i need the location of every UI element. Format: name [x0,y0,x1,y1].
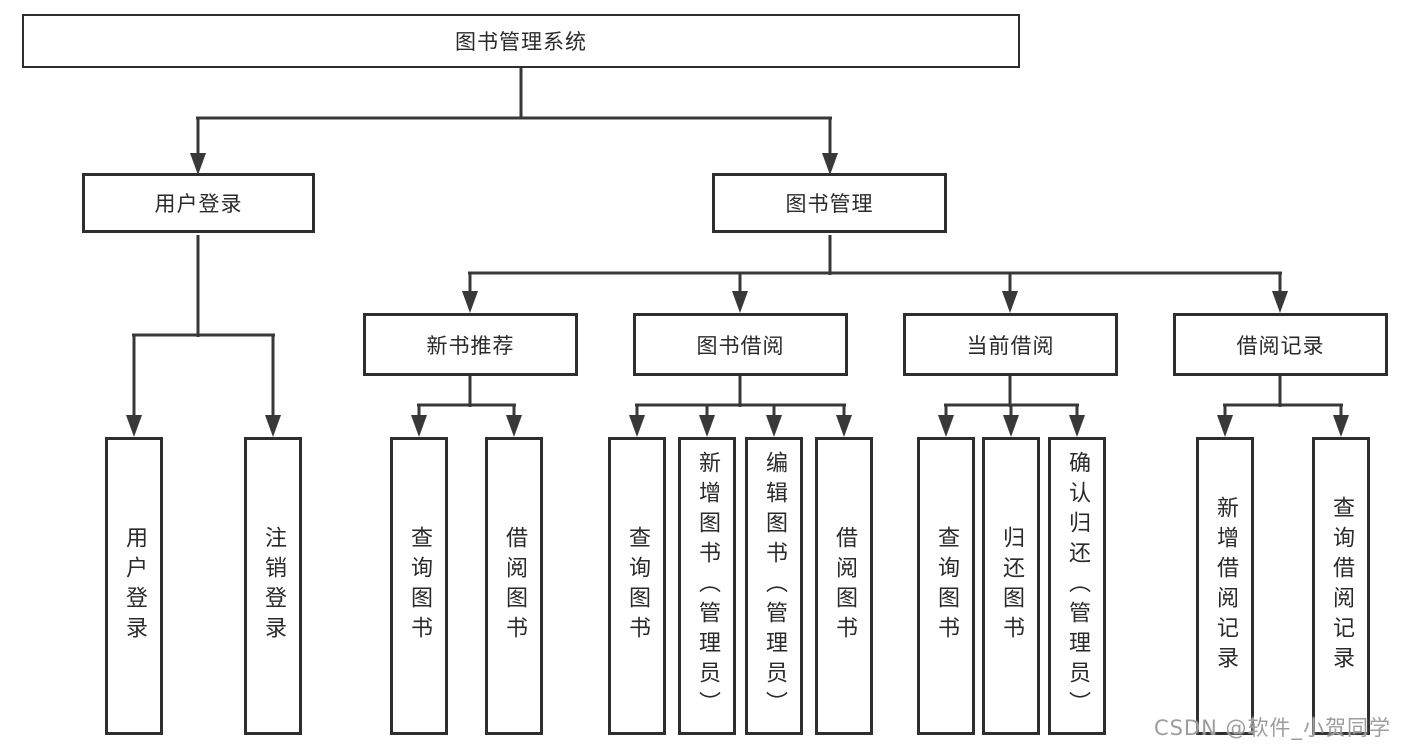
leaf-borrow-query-books: 查询图书 [608,437,666,735]
node-user-login: 用户登录 [82,173,315,233]
arrowhead-group [126,153,1349,437]
node-user-login-label: 用户登录 [154,192,243,216]
leaf-borrow-borrow-books-label: 借阅图书 [832,526,857,646]
leaf-current-confirm-return-admin: 确认归还（管理员） [1048,437,1106,735]
leaf-logout: 注销登录 [244,437,302,735]
node-root-label: 图书管理系统 [455,30,587,54]
node-new-book-recommend: 新书推荐 [363,313,578,376]
leaf-current-return-books: 归还图书 [982,437,1040,735]
leaf-borrow-borrow-books: 借阅图书 [815,437,873,735]
leaf-records-query-record-label: 查询借阅记录 [1329,496,1354,676]
leaf-user-login: 用户登录 [105,437,163,735]
leaf-recommend-borrow-books: 借阅图书 [485,437,543,735]
node-current-borrow-label: 当前借阅 [966,333,1055,358]
leaf-records-add-record-label: 新增借阅记录 [1213,496,1238,676]
leaf-recommend-query-books-label: 查询图书 [407,526,432,646]
leaf-records-add-record: 新增借阅记录 [1196,437,1254,735]
node-book-management: 图书管理 [712,173,947,233]
leaf-current-confirm-return-admin-label: 确认归还（管理员） [1065,451,1090,721]
leaf-user-login-label: 用户登录 [122,526,147,646]
leaf-borrow-query-books-label: 查询图书 [625,526,650,646]
leaf-borrow-edit-books-admin-label: 编辑图书（管理员） [762,451,787,721]
leaf-logout-label: 注销登录 [261,526,286,646]
node-book-management-label: 图书管理 [785,192,874,216]
node-new-book-recommend-label: 新书推荐 [426,333,515,358]
leaf-current-query-books: 查询图书 [917,437,975,735]
leaf-borrow-add-books-admin: 新增图书（管理员） [678,437,736,735]
csdn-watermark: CSDN @软件_小贺同学 [1153,716,1391,740]
leaf-current-return-books-label: 归还图书 [999,526,1024,646]
node-borrow-records: 借阅记录 [1173,313,1388,376]
leaf-current-query-books-label: 查询图书 [934,526,959,646]
node-book-borrow-label: 图书借阅 [696,333,785,358]
node-root: 图书管理系统 [22,14,1020,68]
leaf-recommend-query-books: 查询图书 [390,437,448,735]
leaf-borrow-edit-books-admin: 编辑图书（管理员） [745,437,803,735]
node-current-borrow: 当前借阅 [903,313,1118,376]
leaf-recommend-borrow-books-label: 借阅图书 [502,526,527,646]
leaf-borrow-add-books-admin-label: 新增图书（管理员） [695,451,720,721]
node-borrow-records-label: 借阅记录 [1236,333,1325,358]
leaf-records-query-record: 查询借阅记录 [1312,437,1370,735]
node-book-borrow: 图书借阅 [633,313,848,376]
